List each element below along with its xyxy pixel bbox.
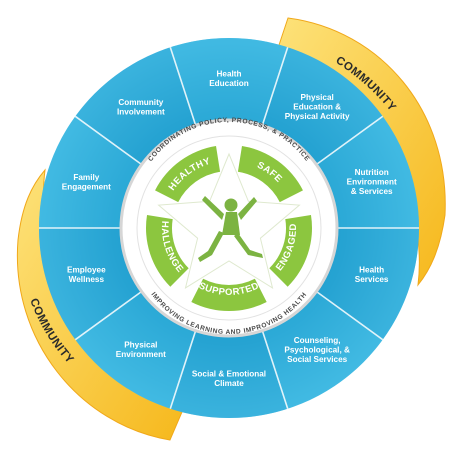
component-label-line: Health [359,266,384,275]
sector-divider [169,330,197,409]
star-band [237,146,303,203]
component-label-line: Counseling, [294,336,341,345]
component-label-line: Education & [293,103,341,112]
component-label-line: & Services [351,187,393,196]
component-sector [39,116,142,228]
component-sector [39,228,142,340]
component-label-line: Physical [124,341,157,350]
component-label-line: Services [355,275,389,284]
star-band [269,215,312,287]
component-label: Counseling,Psychological, &Social Servic… [284,336,350,364]
component-sectors [39,38,419,418]
sector-divider [74,290,143,341]
component-sector [75,47,196,165]
component-label-line: Education [209,79,249,88]
component-label-line: Family [73,173,99,182]
component-sector [170,38,288,126]
jumper-icon [198,196,263,262]
star-band [145,215,189,287]
component-label-line: Environment [116,350,166,359]
component-label-line: Engagement [62,182,111,191]
component-label-line: Nutrition [355,168,389,177]
component-label-line: Climate [214,379,244,388]
star-band [191,278,267,311]
component-label-line: Psychological, & [284,345,350,354]
sector-divider [169,47,197,126]
component-label-line: Health [216,69,241,78]
component-sector [316,116,419,228]
component-label-line: Involvement [117,107,165,116]
component-sector [316,228,419,340]
component-sector [75,291,196,409]
component-sector [262,47,383,165]
component-label-line: Social Services [287,355,348,364]
sector-divider [261,330,289,409]
component-label-line: Physical Activity [285,112,350,121]
component-sector [170,330,288,418]
component-label-line: Social & Emotional [192,369,266,378]
sector-divider [315,290,384,341]
sector-divider [315,115,384,166]
component-label-line: Environment [347,178,397,187]
sector-divider [74,115,143,166]
component-label-line: Wellness [69,275,105,284]
sector-divider [261,47,289,126]
star-green-bands [145,146,312,311]
sector-dividers [39,47,419,409]
component-label-line: Community [118,98,163,107]
star-band [155,146,221,203]
component-label-line: Employee [67,266,106,275]
component-sector [262,291,383,409]
component-label-line: Physical [301,93,334,102]
